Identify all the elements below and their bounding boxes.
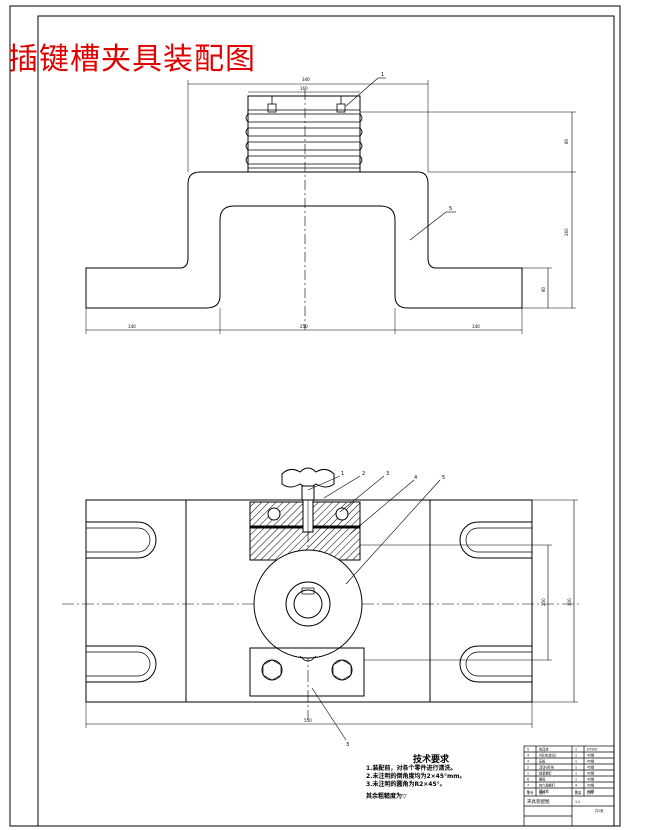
top-dim-right: 140 xyxy=(472,324,480,329)
title-block-cell: 8 xyxy=(527,790,529,794)
tech-line-3: 3.未注明的圆角为R2×45°。 xyxy=(366,781,446,788)
front-balloon-1: 1 xyxy=(341,471,344,477)
top-bolts xyxy=(267,96,346,113)
tech-line-4: 其余粗糙度为▽ xyxy=(366,793,407,800)
top-view xyxy=(85,77,576,334)
top-dim-rh2: 260 xyxy=(564,228,569,236)
front-dim-rh1: 250 xyxy=(541,598,546,606)
title-block-cell: 1 xyxy=(575,772,577,776)
top-dim-block: 160 xyxy=(300,86,308,91)
title-block-cell: 1 xyxy=(575,754,577,758)
front-view xyxy=(62,467,580,741)
top-dim-left: 140 xyxy=(128,324,136,329)
front-balloon-2: 2 xyxy=(362,471,365,477)
title-block-cell: 1 xyxy=(575,748,577,752)
title-block-sheet: 共1张 xyxy=(595,808,604,813)
title-block-name: 夹具装配图 xyxy=(527,798,550,805)
title-block-cell: 45钢 xyxy=(587,753,594,758)
title-block-header: 名称 xyxy=(539,790,546,795)
front-balloon-3b: 3 xyxy=(346,742,349,748)
title-block-cell: 螺母 xyxy=(539,777,545,782)
title-block-cell: 2 xyxy=(527,766,529,770)
title-block-cell: 45钢 xyxy=(587,765,594,770)
drawing-title: 插键槽夹具装配图 xyxy=(8,42,256,77)
title-block-cell: 活动V形块 xyxy=(539,765,555,770)
title-block xyxy=(523,745,615,827)
technical-requirements: 技术要求 1.装配前，对各个零件进行清洗。 2.未注明的倒角度均为2×45°mm… xyxy=(366,752,516,801)
title-block-cell: 锁紧螺钉 xyxy=(539,771,553,776)
front-view-labels: 550 250 400 1 2 3 4 5 3 xyxy=(304,471,572,748)
top-dim-rh1: 80 xyxy=(564,138,569,144)
front-balloon-5: 5 xyxy=(442,475,445,481)
title-block-cell: 内六角螺钉 xyxy=(539,783,556,788)
title-block-header: 材料 xyxy=(587,790,594,795)
clamp-fins xyxy=(245,109,363,169)
title-block-cell: 夹具体 xyxy=(539,747,549,752)
title-block-cell: 45钢 xyxy=(587,777,594,782)
title-block-cell: 1 xyxy=(575,766,577,770)
tech-line-2: 2.未注明的倒角度均为2×45°mm。 xyxy=(366,773,466,780)
title-block-cell: HT200 xyxy=(587,748,597,752)
tech-line-1: 1.装配前，对各个零件进行清洗。 xyxy=(366,765,457,772)
title-block-cell: 2 xyxy=(575,790,577,794)
title-block-cell: 45钢 xyxy=(587,771,594,776)
title-block-cell: 45钢 xyxy=(587,783,594,788)
title-block-cell: 1 xyxy=(575,760,577,764)
top-dim-center: 250 xyxy=(300,324,308,329)
title-block-scale: 1:1 xyxy=(575,800,580,804)
title-block-cell: 圆柱销 xyxy=(539,789,549,794)
title-block-cell: 压板 xyxy=(539,759,546,764)
front-dim-overall: 550 xyxy=(304,718,312,723)
top-dim-rh3: 80 xyxy=(541,286,546,292)
front-balloon-4: 4 xyxy=(414,475,417,481)
title-block-cell: 1 xyxy=(575,778,577,782)
title-block-cell: 3 xyxy=(527,760,529,764)
front-dim-rh2: 400 xyxy=(567,598,572,606)
top-dim-overall: 340 xyxy=(302,77,310,82)
inner-border xyxy=(37,15,615,827)
top-balloon-5: 5 xyxy=(449,206,452,212)
top-balloon-1: 1 xyxy=(381,72,384,78)
title-block-cell: 45钢 xyxy=(587,789,594,794)
outer-border xyxy=(9,5,621,827)
title-block-cell: 4 xyxy=(527,754,529,758)
title-block-cell: 4 xyxy=(575,784,577,788)
front-balloon-3: 3 xyxy=(386,471,389,477)
title-block-cell: 5 xyxy=(527,748,529,752)
title-block-cell: 1 xyxy=(527,772,529,776)
top-view-labels: 340 160 140 250 140 80 260 80 1 5 xyxy=(128,72,569,329)
title-block-header: 序号 xyxy=(527,790,533,795)
tech-heading: 技术要求 xyxy=(412,755,449,765)
title-block-text: 5 夹具体 1 HT200 4 V形块(定位) 1 45钢 3 压板 1 45钢 2 活动V形块 1 45钢 1… xyxy=(527,747,604,814)
title-block-cell: 6 xyxy=(527,778,529,782)
title-block-header: 数量 xyxy=(575,790,582,795)
title-block-cell: V形块(定位) xyxy=(539,753,556,758)
title-block-cell: 7 xyxy=(527,784,529,788)
title-block-cell: 45钢 xyxy=(587,759,594,764)
